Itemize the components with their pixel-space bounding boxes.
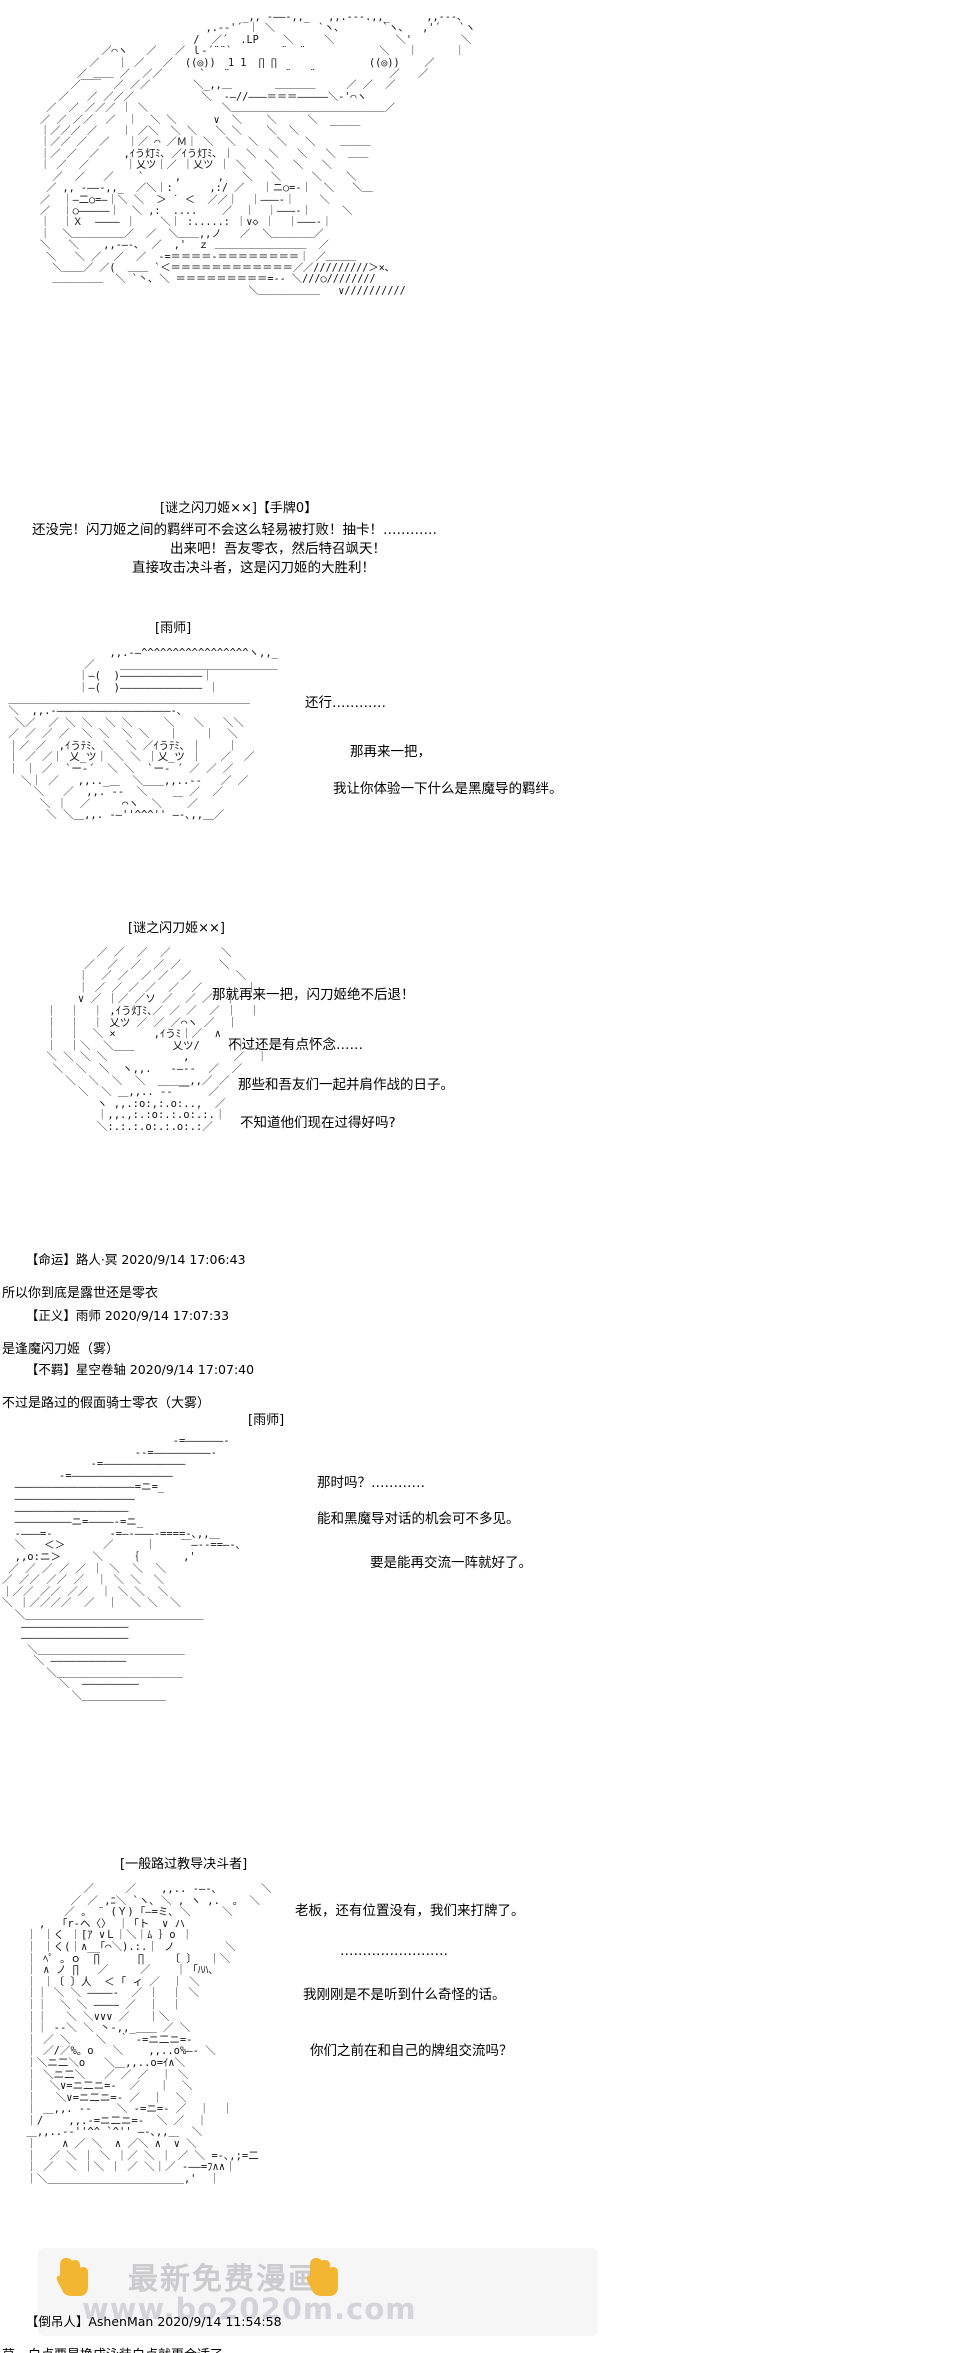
scene3-speaker: [谜之闪刀姬××] (128, 921, 225, 936)
comment-3-author[interactable]: AshenMan (88, 2314, 154, 2329)
comment-3-head: 【倒吊人】AshenMan 2020/9/14 11:54:58 (2, 2296, 282, 2347)
scene4-ascii-art: -=――――――- -‐=―――――――――- -=――――――――――――― … (2, 1435, 622, 1703)
scene4-line-1: 那时吗？………… (317, 1475, 425, 1491)
scene3-lines: 那就再来一把，闪刀姬绝不后退！ (212, 986, 415, 1005)
scene1-lines: 还没完！闪刀姬之间的羁绊可不会这么轻易被打败！抽卡！………… 出来吧！吾友零衣，… (32, 521, 437, 578)
comment-2-head: 【不羁】星空卷轴 2020/9/14 17:07:40 (2, 1344, 254, 1395)
scene5-art: ／ ／ ,,.. -―-､ ＼ ／ ／ ,ﾆ＼ `ヽ､ ＼ , ヽ ,. 。 ＼… (26, 1883, 272, 2185)
scene5-lines-b: …………………… (340, 1942, 448, 1961)
scene4-lines: 那时吗？………… (317, 1474, 425, 1493)
watermark-title: 最新免费漫画 (128, 2262, 320, 2297)
scene1-line-1: 还没完！闪刀姬之间的羁绊可不会这么轻易被打败！抽卡！………… (32, 522, 437, 538)
scene4-lines-c: 要是能再交流一阵就好了。 (370, 1554, 532, 1573)
scene4-line-3: 要是能再交流一阵就好了。 (370, 1555, 532, 1571)
scene5-speaker: [一般路过教导决斗者] (120, 1857, 248, 1872)
scene5-line-4: 你们之前在和自己的牌组交流吗？ (310, 2043, 513, 2059)
comment-1-timestamp: 2020/9/14 17:07:33 (104, 1308, 230, 1323)
scene5-lines: 老板，还有位置没有，我们来打牌了。 (295, 1902, 525, 1921)
scene2-lines-b: 那再来一把， (350, 743, 431, 762)
scene2-line-3: 我让你体验一下什么是黑魔导的羁绊。 (333, 781, 563, 797)
comment-0-author[interactable]: 路人·冥 (75, 1252, 118, 1267)
comment-2-body: 不过是路过的假面骑士零衣（大雾） (2, 1396, 211, 1411)
scene3-lines-d: 不知道他们现在过得好吗? (240, 1114, 396, 1133)
scene5-lines-c: 我刚刚是不是听到什么奇怪的话。 (303, 1986, 506, 2005)
scene2-lines: 还行………… (305, 694, 386, 713)
pointing-down-hand-icon (306, 2258, 338, 2296)
scene2-speaker-wrap: [雨师] (155, 620, 191, 638)
scene4-art: -=――――――- -‐=―――――――――- -=――――――――――――― … (2, 1435, 241, 1703)
comment-2-tag: 【不羁】 (25, 1362, 76, 1377)
comment-1-tag: 【正义】 (25, 1308, 76, 1323)
scene4-lines-b: 能和黑魔导对话的机会可不多见。 (317, 1510, 520, 1529)
scene1-speaker: [谜之闪刀姬××]【手牌0】 (160, 501, 318, 516)
comment-3-timestamp: 2020/9/14 11:54:58 (157, 2314, 282, 2329)
comment-3-body: 草，白贞要是换成泳装白贞就更合适了 (2, 2347, 282, 2353)
scene1-line-3: 直接攻击决斗者，这是闪刀姬的大胜利！ (132, 560, 375, 576)
comment-2-timestamp: 2020/9/14 17:07:40 (129, 1362, 255, 1377)
scene5-speaker-wrap: [一般路过教导决斗者] (120, 1856, 247, 1874)
comment-0: 【命运】路人·冥 2020/9/14 17:06:43 所以你到底是露世还是零衣 (2, 1234, 246, 1303)
scene3-ascii-art: ／ ／ ／ ／ ＼ ／ ／ ／ ／ ／ ＼ ｜ ／ ／ ／ ／ ／ ＼ ｜ ／ … (40, 947, 600, 1134)
scene3-line-1: 那就再来一把，闪刀姬绝不后退！ (212, 987, 415, 1003)
scene3-art: ／ ／ ／ ／ ＼ ／ ／ ／ ／ ／ ＼ ｜ ／ ／ ／ ／ ／ ＼ ｜ ／ … (46, 947, 268, 1133)
scene1-art-top: _,, -――-,,_ ,,.-‐-.,,_ ,,-‐-､ ,.-‐'´ ｜ ＼… (40, 12, 476, 297)
scene2-speaker: [雨师] (155, 621, 192, 636)
scene3-line-4: 不知道他们现在过得好吗? (240, 1115, 396, 1131)
comment-0-body: 所以你到底是露世还是零衣 (2, 1286, 159, 1301)
scene1-dialogue: [谜之闪刀姬××]【手牌0】 (160, 500, 317, 518)
comment-2-author[interactable]: 星空卷轴 (75, 1362, 126, 1377)
scene1-ascii-art: _,, -――-,,_ ,,.-‐-.,,_ ,,-‐-､ ,.-‐'´ ｜ ＼… (40, 12, 740, 297)
scene3-lines-b: 不过还是有点怀念…… (228, 1036, 363, 1055)
comment-3: 【倒吊人】AshenMan 2020/9/14 11:54:58 草，白贞要是换… (2, 2296, 282, 2353)
scene3-line-2: 不过还是有点怀念…… (228, 1037, 363, 1053)
scene5-line-1: 老板，还有位置没有，我们来打牌了。 (295, 1903, 525, 1919)
scene2-art: ,,.-―^^^^^^^^^^^^^^^^^ヽ,,_ ／ ＿＿＿＿＿＿＿＿＿＿＿… (8, 647, 279, 822)
comment-0-head: 【命运】路人·冥 2020/9/14 17:06:43 (2, 1234, 246, 1285)
scene5-lines-d: 你们之前在和自己的牌组交流吗？ (310, 2042, 513, 2061)
comment-1: 【正义】雨师 2020/9/14 17:07:33 是逢魔闪刀姬（雾） (2, 1290, 229, 1359)
comment-0-timestamp: 2020/9/14 17:06:43 (121, 1252, 246, 1267)
scene2-lines-c: 我让你体验一下什么是黑魔导的羁绊。 (333, 780, 563, 799)
scene4-line-2: 能和黑魔导对话的机会可不多见。 (317, 1511, 520, 1527)
comment-1-author[interactable]: 雨师 (75, 1308, 101, 1323)
scene2-ascii-art: ,,.-―^^^^^^^^^^^^^^^^^ヽ,,_ ／ ＿＿＿＿＿＿＿＿＿＿＿… (2, 647, 622, 822)
scene5-line-3: 我刚刚是不是听到什么奇怪的话。 (303, 1987, 506, 2003)
comment-3-tag: 【倒吊人】 (25, 2314, 89, 2329)
scene3-line-3: 那些和吾友们一起并肩作战的日子。 (238, 1077, 454, 1093)
scene4-speaker: [雨师] (248, 1413, 285, 1428)
pointing-down-hand-icon (56, 2258, 88, 2296)
scene3-lines-c: 那些和吾友们一起并肩作战的日子。 (238, 1076, 454, 1095)
scene1-line-2: 出来吧！吾友零衣，然后特召飒天！ (170, 541, 386, 557)
comment-1-body: 是逢魔闪刀姬（雾） (2, 1342, 120, 1357)
scene3-speaker-wrap: [谜之闪刀姬××] (128, 920, 225, 938)
scene2-line-2: 那再来一把， (350, 744, 431, 760)
comment-2: 【不羁】星空卷轴 2020/9/14 17:07:40 不过是路过的假面骑士零衣… (2, 1344, 254, 1413)
comment-0-tag: 【命运】 (25, 1252, 76, 1267)
scene5-ascii-art: ／ ／ ,,.. -―-､ ＼ ／ ／ ,ﾆ＼ `ヽ､ ＼ , ヽ ,. 。 ＼… (20, 1883, 640, 2185)
scene4-speaker-wrap: [雨师] (248, 1412, 284, 1430)
comment-1-head: 【正义】雨师 2020/9/14 17:07:33 (2, 1290, 229, 1341)
scene2-line-1: 还行………… (305, 695, 386, 711)
scene5-line-2: …………………… (340, 1943, 448, 1959)
